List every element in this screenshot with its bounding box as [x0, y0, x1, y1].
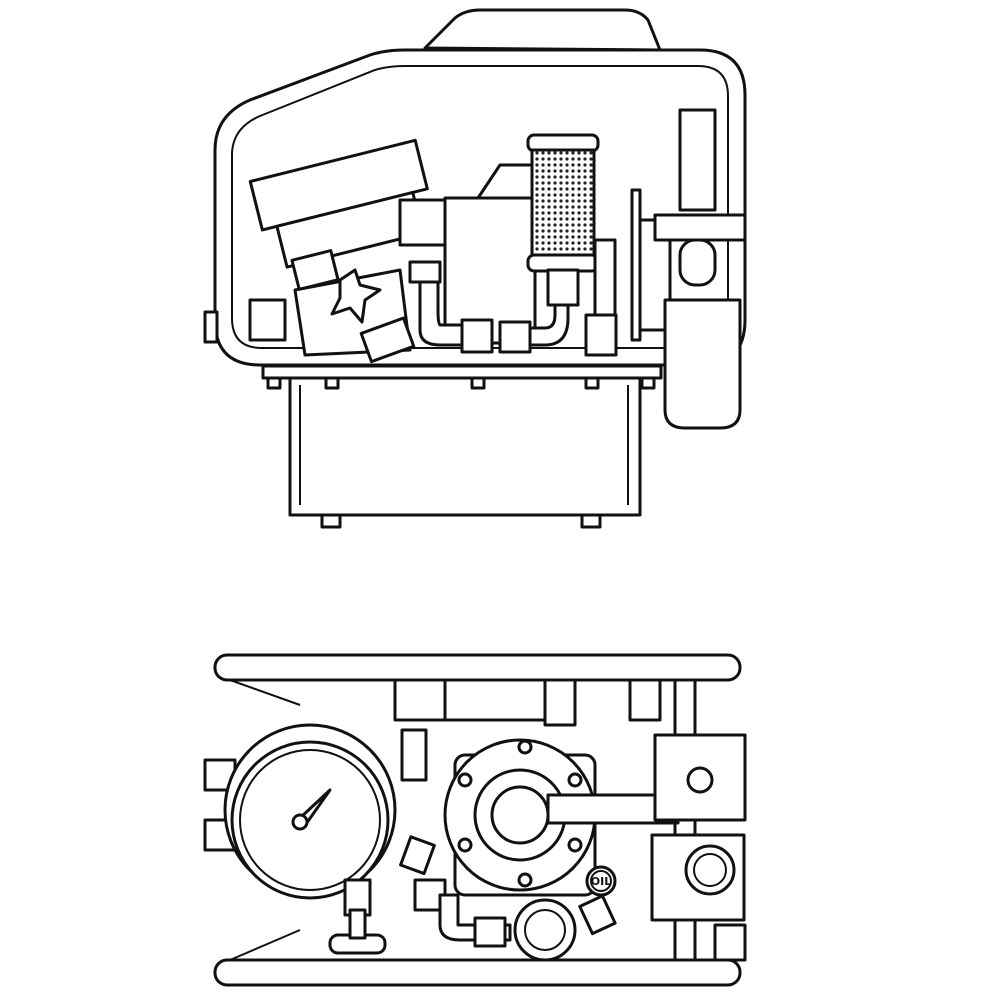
- control-valve-body: [293, 268, 416, 364]
- reservoir-tank: [288, 376, 642, 529]
- oil-cap-label: OIL: [591, 875, 611, 888]
- motor-junction-box: [650, 733, 747, 962]
- carry-handle: [423, 8, 662, 52]
- t-handle-valve: [328, 878, 387, 955]
- frame-rail-bottom: [213, 958, 742, 987]
- top-view: OIL: [203, 653, 747, 987]
- motor-switch-housing: [653, 108, 747, 430]
- sight-glass: [513, 894, 617, 962]
- breather-filter: [526, 133, 600, 307]
- pump-flange: [443, 738, 680, 897]
- plate-bolts: [266, 376, 656, 390]
- main-gauge: [203, 723, 397, 900]
- side-view: [203, 8, 747, 529]
- valve-handle-knob: [330, 268, 382, 324]
- hydraulic-tubing: [408, 260, 570, 354]
- left-fitting: [203, 298, 287, 344]
- valve-manifold-top: [393, 678, 662, 948]
- oil-fill-cap: OIL: [585, 865, 617, 897]
- roll-cage-frame: [213, 48, 747, 367]
- mounting-plate: [261, 364, 663, 380]
- frame-rail-top: [213, 653, 742, 682]
- pressure-gauge-side: [248, 138, 429, 291]
